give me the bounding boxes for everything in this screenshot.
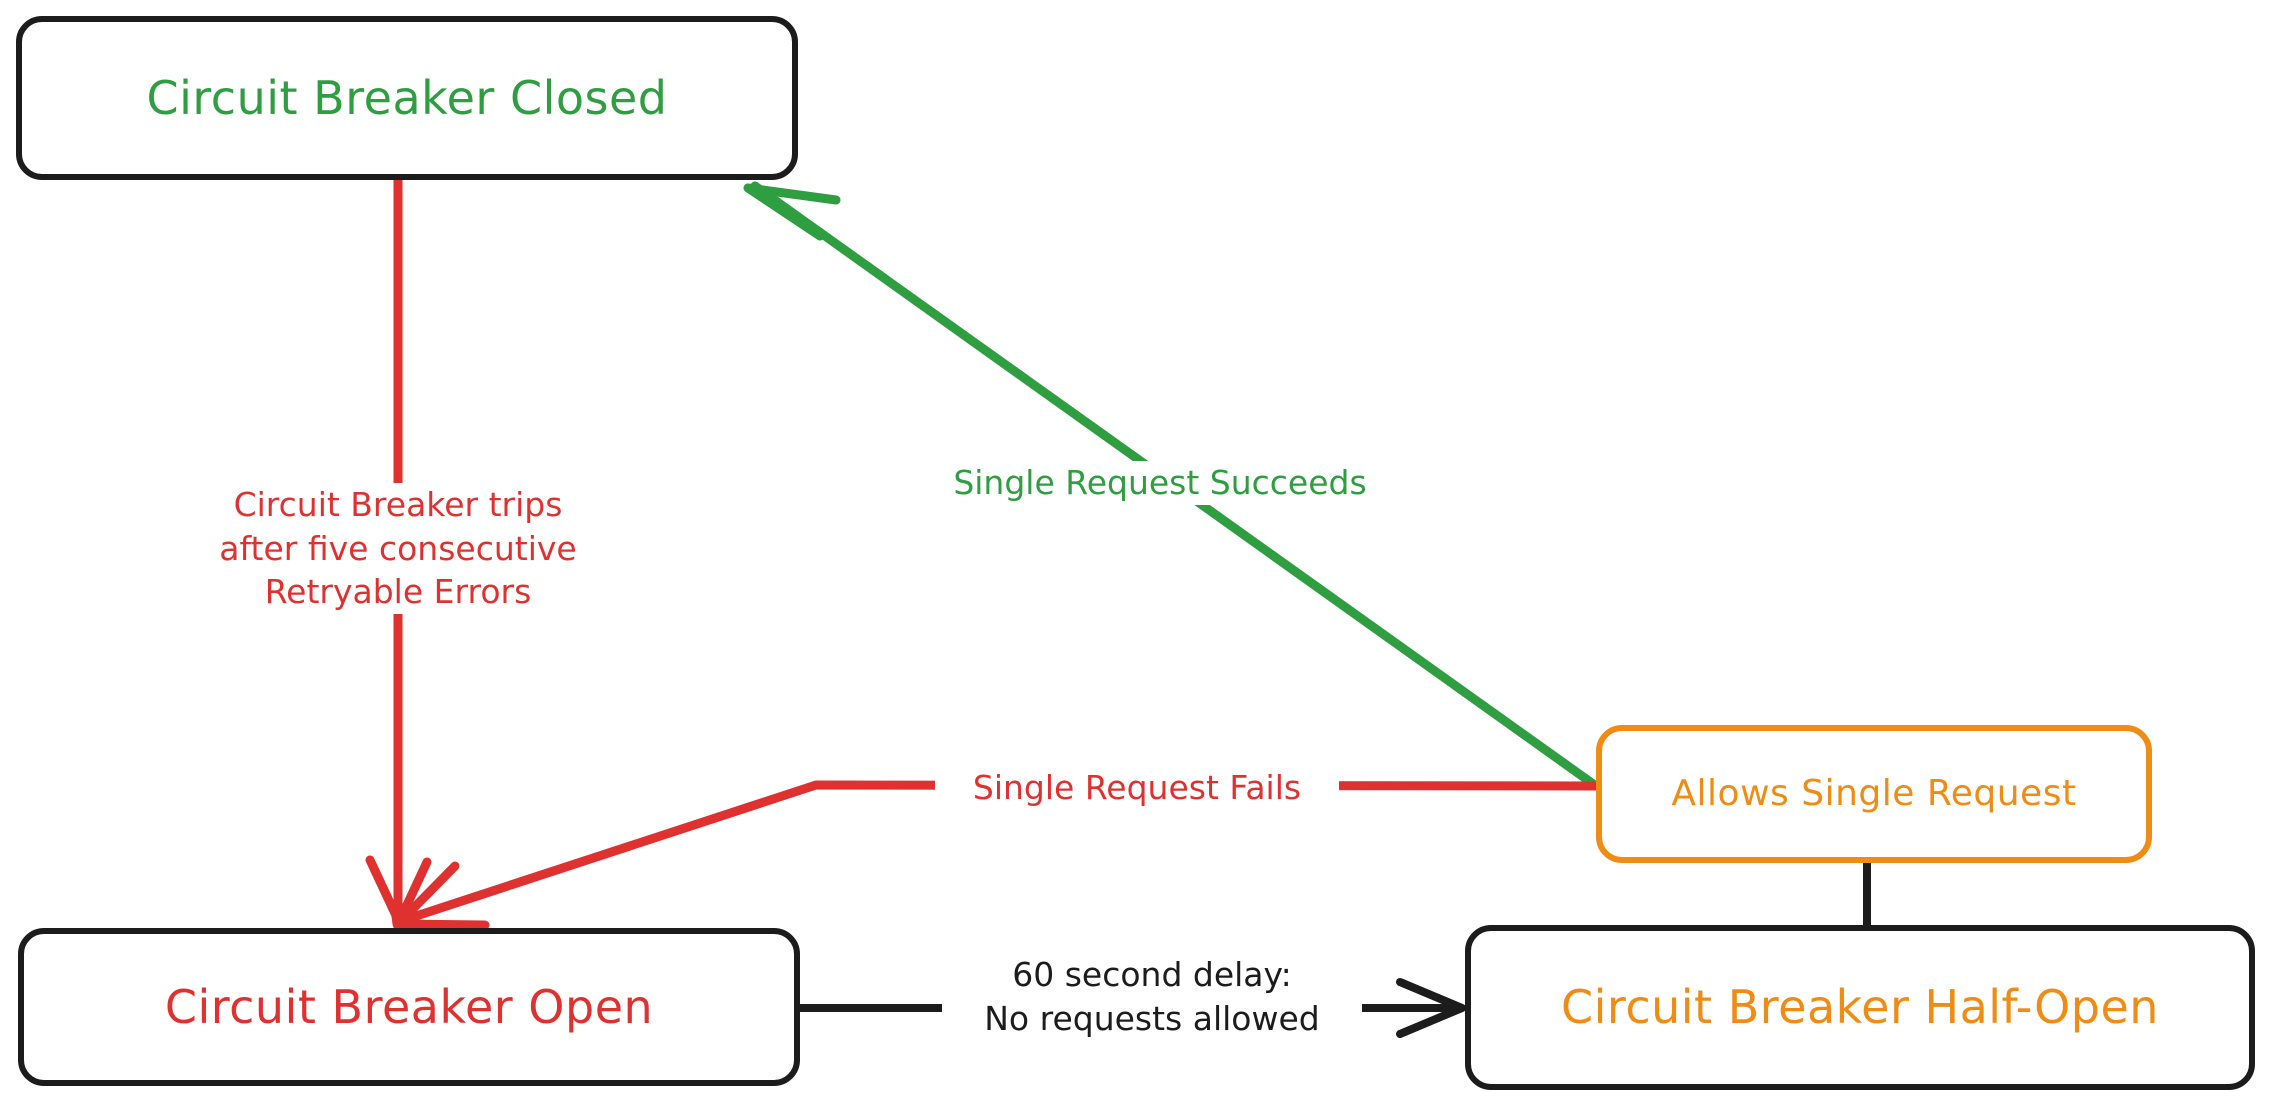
node-circuit-breaker-half-open[interactable]: Circuit Breaker Half-Open	[1465, 925, 2255, 1090]
edge-label-open-to-half-open: 60 second delay: No requests allowed	[942, 953, 1362, 1041]
edge-label-line: No requests allowed	[984, 998, 1320, 1038]
edge-label-allows-to-open: Single Request Fails	[935, 766, 1339, 810]
edge-label-line: Single Request Succeeds	[953, 463, 1367, 502]
node-allows-single-request[interactable]: Allows Single Request	[1596, 725, 2152, 863]
edge-label-line: after five consecutive	[219, 528, 577, 568]
edge-label-allows-to-closed: Single Request Succeeds	[910, 461, 1410, 505]
edge-label-line: Retryable Errors	[264, 572, 532, 612]
node-circuit-breaker-closed[interactable]: Circuit Breaker Closed	[16, 16, 798, 180]
edge-label-line: Single Request Fails	[972, 768, 1302, 807]
edge-label-closed-to-open: Circuit Breaker trips after five consecu…	[168, 483, 628, 614]
node-label-circuit-breaker-half-open: Circuit Breaker Half-Open	[1561, 980, 2159, 1035]
edge-label-line: Circuit Breaker trips	[233, 485, 563, 524]
node-label-circuit-breaker-open: Circuit Breaker Open	[164, 979, 654, 1034]
node-label-circuit-breaker-closed: Circuit Breaker Closed	[146, 70, 668, 125]
node-circuit-breaker-open[interactable]: Circuit Breaker Open	[18, 928, 800, 1086]
node-label-allows-single-request: Allows Single Request	[1671, 773, 2077, 815]
edge-label-line: 60 second delay:	[1012, 955, 1292, 994]
